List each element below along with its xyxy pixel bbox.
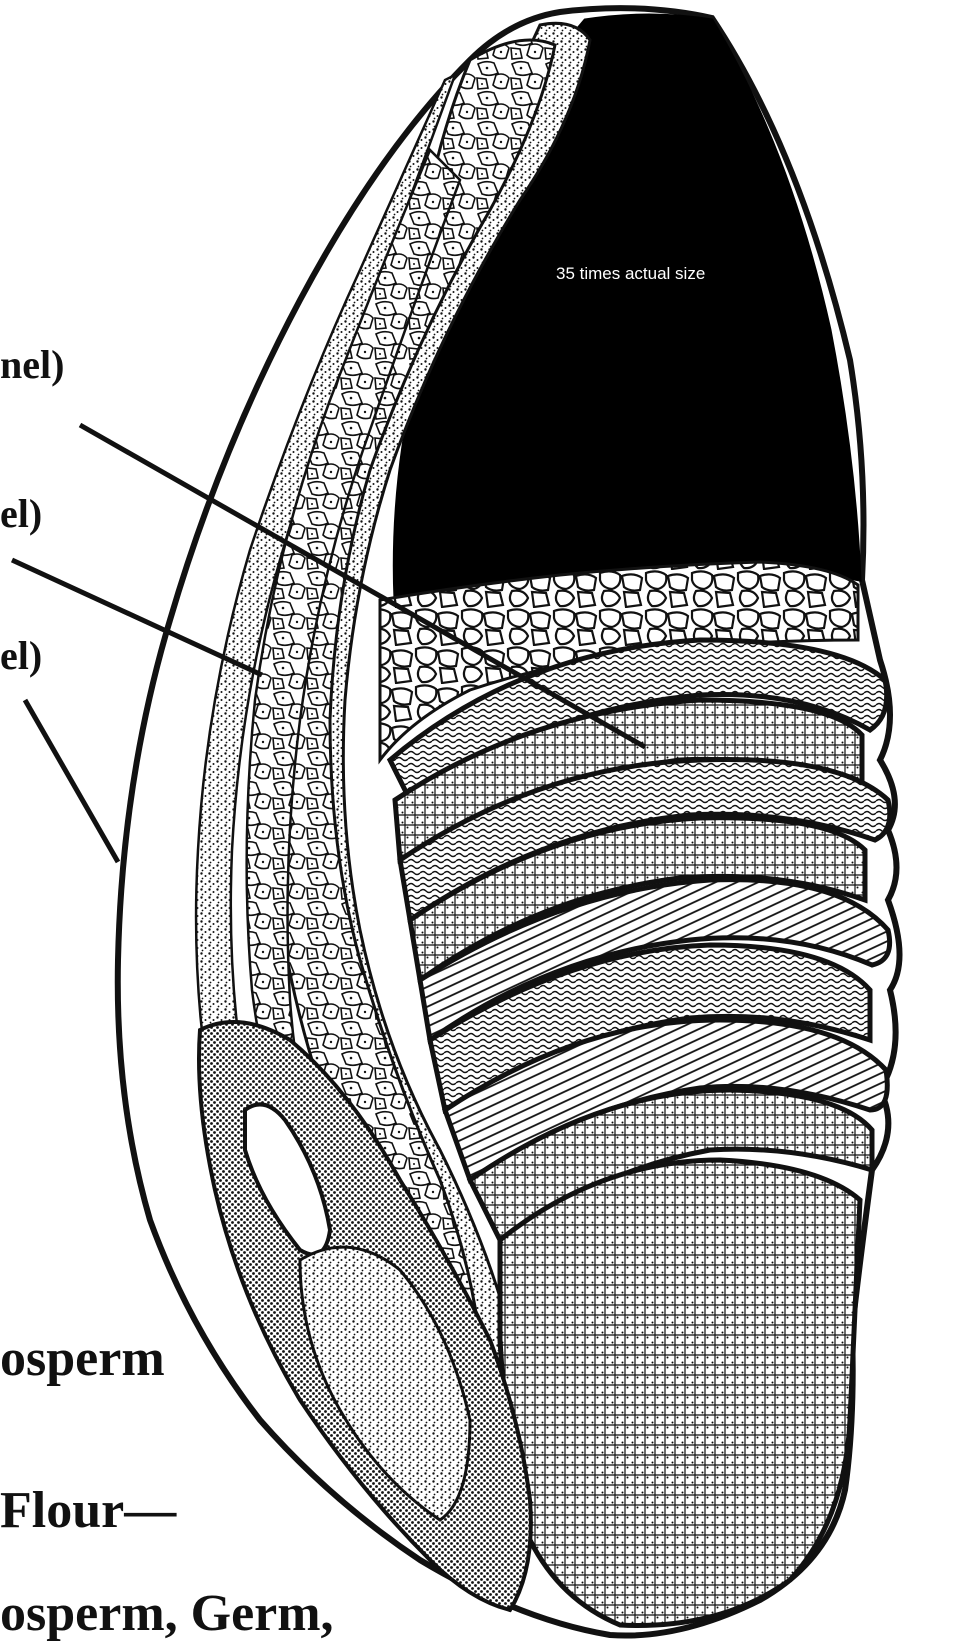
pointer-line-germ [25, 700, 118, 862]
label-endosperm: el) [0, 491, 42, 536]
label-bran: nel) [0, 342, 64, 387]
caption-line-2: Flour— [0, 1482, 177, 1539]
caption-line-1: osperm [0, 1330, 165, 1387]
layer-stack [390, 640, 890, 1240]
scale-note: 35 times actual size [556, 264, 705, 283]
germ-region [500, 1160, 860, 1625]
label-germ: el) [0, 633, 42, 678]
caption-line-3: osperm, Germ, [0, 1585, 334, 1642]
